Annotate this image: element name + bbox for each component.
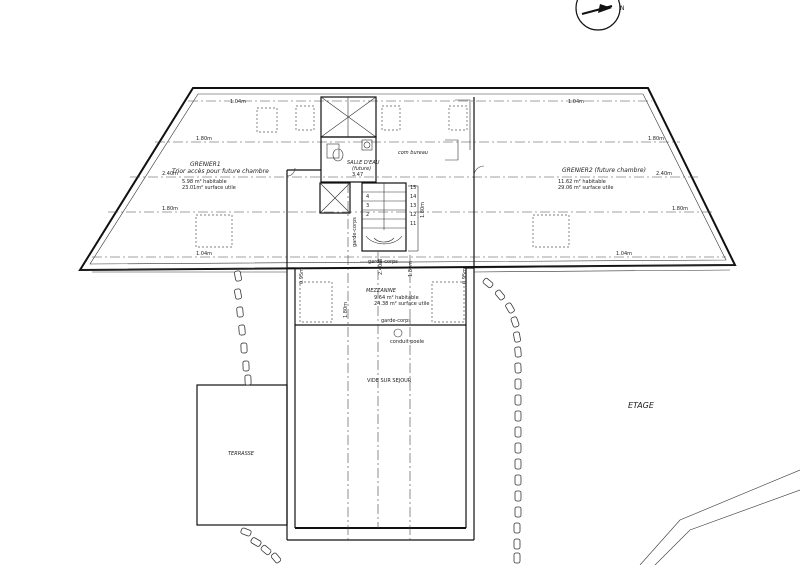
paving-stone: [494, 289, 506, 301]
paving-stone: [236, 306, 244, 318]
paving-stone: [513, 538, 521, 550]
paving-stone: [260, 544, 272, 556]
salle-eau-area: 3.47: [352, 172, 363, 178]
garde-corps-label: garde-corps: [368, 259, 398, 265]
grenier-right-area2: 29.06 m² surface utile: [558, 185, 613, 191]
dim-label: 1.80m: [196, 136, 212, 142]
paving-stone: [514, 442, 522, 454]
paving-stone: [513, 522, 521, 534]
dim-label: 1.04m: [616, 251, 632, 257]
dim-label: 1.80m: [162, 206, 178, 212]
stair-number: 15: [410, 185, 416, 191]
roof-outline: [78, 87, 737, 272]
paving-stone: [514, 474, 522, 486]
paving-stone: [514, 490, 522, 502]
exterior-lines: [79, 264, 800, 565]
grenier-right-title: GRENIER2 (future chambre): [562, 167, 646, 174]
dim-label: 2.40m: [378, 259, 384, 275]
mezzanine-title: MEZZANINE: [366, 288, 397, 294]
paving-stone: [513, 552, 521, 564]
etage-label: ETAGE: [628, 401, 655, 410]
height-lines: [92, 100, 726, 258]
paving-stone: [234, 270, 242, 282]
grenier-left-title: GRENIER1: [190, 161, 221, 168]
dim-label: 1.80m: [343, 302, 349, 318]
paving-stone: [238, 324, 246, 336]
stair-number: 4: [366, 194, 369, 200]
paving-stone: [240, 342, 248, 354]
north-arrow-icon: N: [575, 0, 625, 31]
paving-stone: [514, 362, 522, 374]
com-bureau-label: com bureau: [398, 150, 428, 156]
skylights: [195, 105, 570, 323]
terrasse-label: TERRASSE: [228, 451, 255, 457]
paving-stone: [514, 458, 522, 470]
paving-stone: [270, 552, 282, 564]
dimension-labels: 1.04m 1.04m 1.80m 1.80m 2.40m 2.40m 1.80…: [162, 99, 688, 257]
paving-stone: [244, 374, 252, 386]
dim-label: 2.40m: [162, 171, 178, 177]
stair-numbers: 15 14 13 12 11 4 3 2: [366, 185, 416, 227]
dim-label: 1.80m: [408, 261, 414, 277]
dim-label: 0.95m: [299, 268, 305, 284]
paving-stones: [234, 270, 522, 564]
svg-text:N: N: [620, 5, 625, 12]
garde-corps-label: garde-corps: [352, 217, 358, 247]
dim-label: 1.04m: [230, 99, 246, 105]
room-labels: GRENIER1 Trior accès pour future chambre…: [172, 150, 655, 457]
grenier-left-area2: 23.01m² surface utile: [182, 185, 236, 191]
paving-stone: [240, 527, 252, 537]
paving-stone: [514, 346, 522, 358]
paving-stone: [514, 394, 522, 406]
stair-number: 11: [410, 221, 416, 227]
mezzanine-walls: [286, 183, 475, 541]
dim-label: 1.04m: [568, 99, 584, 105]
dim-label: 1.80m: [648, 136, 664, 142]
dim-label: 1.80m: [420, 202, 426, 218]
dim-label: 1.80m: [672, 206, 688, 212]
terrace: [196, 384, 288, 526]
conduit-poele-label: conduit poele: [390, 339, 424, 345]
paving-stone: [242, 360, 250, 372]
stair-number: 13: [410, 203, 416, 209]
paving-stone: [514, 426, 522, 438]
paving-stone: [513, 331, 521, 343]
vide-sejour-label: VIDE SUR SEJOUR: [367, 378, 412, 384]
paving-stone: [510, 316, 520, 328]
stair: [361, 182, 419, 252]
mezzanine-area2: 24.38 m² surface utile: [374, 301, 429, 307]
mezzanine-area1: 9.64 m² habitable: [374, 295, 419, 301]
paving-stone: [514, 378, 522, 390]
paving-stone: [250, 537, 262, 547]
stair-number: 12: [410, 212, 416, 218]
grenier-right-area1: 11.62 m² habitable: [558, 179, 606, 185]
central-walls: [286, 96, 485, 268]
stair-number: 14: [410, 194, 416, 200]
stair-number: 3: [366, 203, 369, 209]
garde-corps-label: garde-corps: [381, 318, 411, 324]
paving-stone: [514, 410, 522, 422]
grenier-left-sub: Trior accès pour future chambre: [172, 168, 269, 175]
paving-stone: [514, 506, 522, 518]
paving-stone: [505, 302, 515, 314]
dim-label: 1.04m: [196, 251, 212, 257]
salle-eau-title: SALLE D'EAU: [347, 160, 380, 166]
salle-eau-sub: (future): [352, 166, 371, 172]
grenier-left-area1: 5.98 m² habitable: [182, 179, 227, 185]
stair-number: 2: [366, 212, 369, 218]
paving-stone: [482, 277, 494, 289]
paving-stone: [234, 288, 242, 300]
dim-label: 2.40m: [656, 171, 672, 177]
dim-label: 0.95m: [462, 268, 468, 284]
